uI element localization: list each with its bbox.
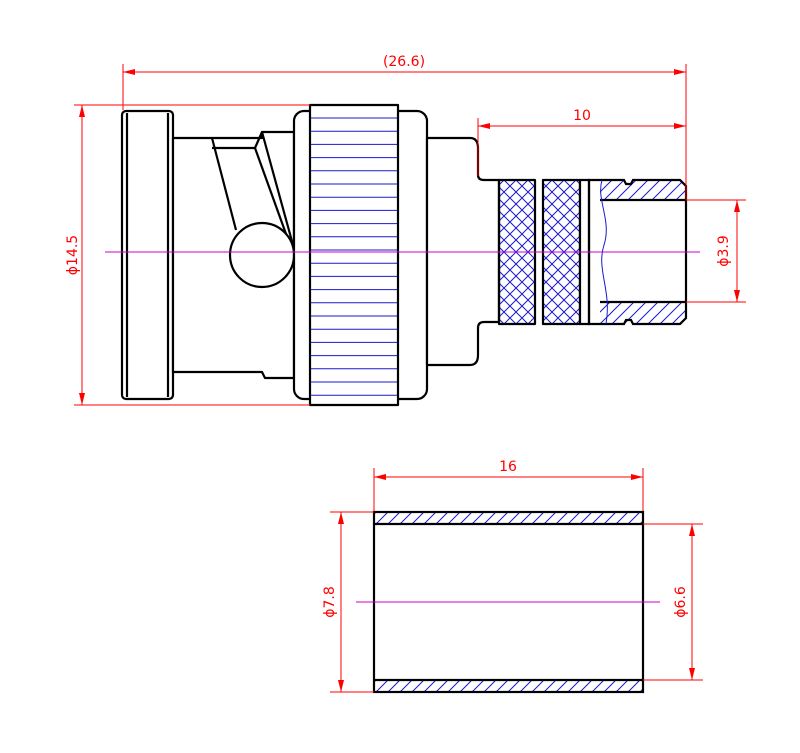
dimension-label: 16	[499, 459, 517, 475]
bayonet-pin	[228, 221, 296, 289]
dimension-flange-diameter: ϕ14.5	[65, 104, 310, 406]
dimension-ferrule-outer-diameter: ϕ7.8	[322, 511, 374, 693]
dimension-sleeve-length: 10	[477, 108, 686, 176]
dimension-bore-diameter: ϕ3.9	[686, 199, 746, 303]
connector-side-view	[105, 103, 700, 407]
dimension-label: ϕ3.9	[716, 235, 732, 267]
dimension-label: ϕ6.6	[673, 586, 689, 618]
ferrule-section-view	[356, 510, 660, 694]
dimension-label: ϕ7.8	[322, 586, 338, 618]
bayonet-flange	[120, 109, 175, 401]
bayonet-slot	[210, 131, 296, 289]
dimension-label: 10	[573, 108, 591, 124]
dimension-ferrule-length: 16	[373, 459, 644, 511]
knurl-lines	[311, 117, 397, 396]
crimp-ferrule-section	[587, 178, 688, 326]
dimension-ferrule-inner-diameter: ϕ6.6	[643, 523, 703, 681]
dimension-label: ϕ14.5	[65, 235, 81, 275]
dimension-overall-length: (26.6)	[122, 54, 687, 200]
knurled-band	[308, 103, 400, 407]
dimension-label: (26.6)	[383, 54, 425, 70]
